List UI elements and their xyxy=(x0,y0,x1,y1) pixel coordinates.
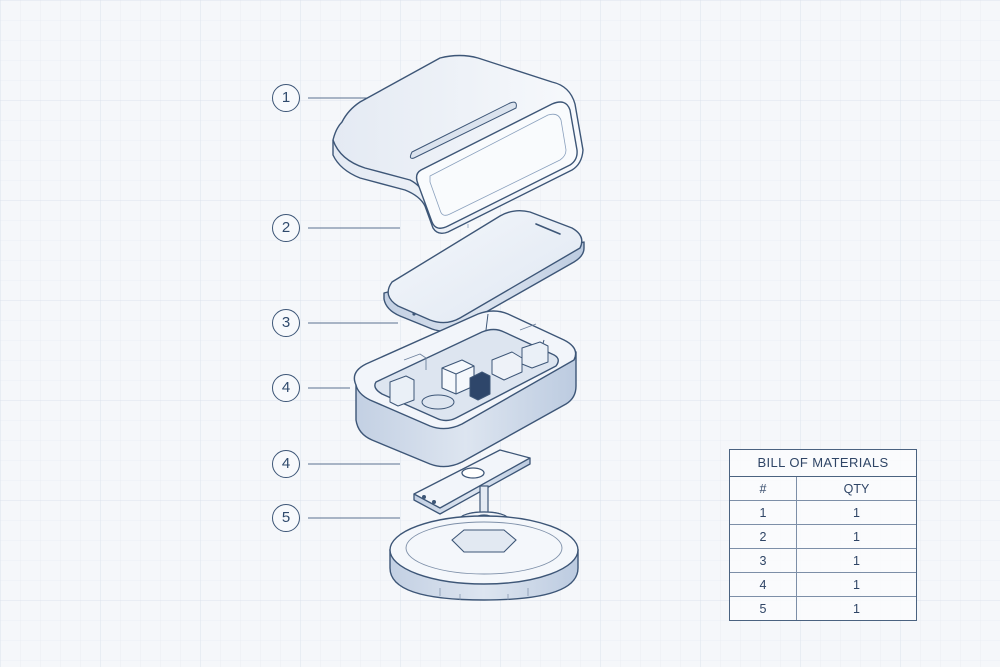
bom-row-number: 4 xyxy=(730,572,797,597)
part-2-display-module xyxy=(383,209,585,332)
bom-header-row: # QTY xyxy=(730,477,916,501)
bom-row-qty: 1 xyxy=(796,500,916,525)
callout-2: 2 xyxy=(272,214,300,242)
part-5-round-base xyxy=(389,515,579,601)
callout-4-plate: 4 xyxy=(272,450,300,478)
bom-header-number: # xyxy=(730,477,797,501)
bom-row-qty: 1 xyxy=(853,601,860,616)
bill-of-materials: BILL OF MATERIALS # QTY 1 1 2 1 3 1 4 1 … xyxy=(729,449,917,621)
table-row: 3 1 xyxy=(730,548,916,573)
bom-title: BILL OF MATERIALS xyxy=(730,450,916,477)
bom-row-number: 2 xyxy=(730,524,797,549)
bom-row-qty: 1 xyxy=(796,572,916,597)
bom-row-qty: 1 xyxy=(796,524,916,549)
table-row: 5 1 xyxy=(730,596,916,620)
part-1-sleeve xyxy=(332,54,584,235)
table-row: 1 1 xyxy=(730,500,916,525)
callout-5: 5 xyxy=(272,504,300,532)
bom-row-number: 3 xyxy=(730,548,797,573)
callout-3: 3 xyxy=(272,309,300,337)
table-row: 4 1 xyxy=(730,572,916,597)
bom-row-qty: 1 xyxy=(796,548,916,573)
callout-1: 1 xyxy=(272,84,300,112)
part-3-housing xyxy=(353,310,577,468)
table-row: 2 1 xyxy=(730,524,916,549)
bom-row-number: 5 xyxy=(730,596,797,620)
bom-row-number: 1 xyxy=(730,500,797,525)
leader-lines xyxy=(308,97,400,519)
bom-header-qty: QTY xyxy=(796,477,916,501)
callout-4-housing: 4 xyxy=(272,374,300,402)
bom-table: # QTY 1 1 2 1 3 1 4 1 5 1 xyxy=(730,477,916,620)
